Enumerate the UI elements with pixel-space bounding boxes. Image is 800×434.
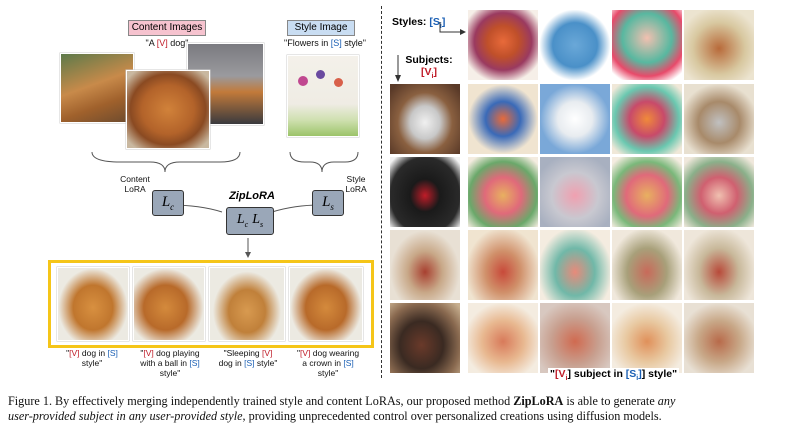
grid-r2-c2 — [540, 157, 610, 227]
bottom-grid-label: "[Vi] subject in [Si]] style" — [548, 368, 680, 383]
subject-image-3 — [390, 230, 460, 300]
figure-caption: Figure 1. By effectively merging indepen… — [8, 394, 676, 423]
subjects-label: Subjects: [Vi] — [405, 54, 453, 81]
content-lora-label: Content LoRA — [120, 174, 150, 194]
output-image-2 — [133, 267, 205, 341]
grid-r4-c1 — [468, 303, 538, 373]
grid-r1-c2 — [540, 84, 610, 154]
grid-r2-c3 — [612, 157, 682, 227]
style-lora-label: Style LoRA — [345, 174, 367, 194]
output-caption-3: "Sleeping [V] dog in [S] style" — [218, 348, 278, 368]
dog-photo-front — [126, 70, 210, 149]
grid-r3-c1 — [468, 230, 538, 300]
output-caption-2: "[V] dog playing with a ball in [S] styl… — [140, 348, 200, 378]
style-image-2 — [540, 10, 610, 80]
content-images-tag: Content Images — [128, 20, 206, 36]
grid-r4-c4 — [684, 303, 754, 373]
styles-label: Styles: [Si] — [392, 16, 446, 31]
output-caption-1: "[V] dog in [S] style" — [66, 348, 118, 368]
grid-r3-c3 — [612, 230, 682, 300]
styles-arrow — [439, 22, 466, 35]
style-image-1 — [468, 10, 538, 80]
style-lora-block: Ls — [312, 190, 344, 216]
grid-r3-c4 — [684, 230, 754, 300]
content-lora-block: Lc — [152, 190, 184, 216]
grid-r3-c2 — [540, 230, 610, 300]
style-image-tag: Style Image — [287, 20, 355, 36]
subject-image-2 — [390, 157, 460, 227]
grid-r1-c1 — [468, 84, 538, 154]
connector-lines — [91, 151, 359, 258]
content-prompt: "A [V] dog" — [145, 38, 189, 48]
grid-r1-c4 — [684, 84, 754, 154]
grid-r1-c3 — [612, 84, 682, 154]
dog-photo-back-left — [60, 53, 134, 123]
grid-r2-c4 — [684, 157, 754, 227]
ziplora-title: ZipLoRA — [229, 190, 275, 202]
subject-image-4 — [390, 303, 460, 373]
output-caption-4: "[V] dog wearing a crown in [S] style" — [296, 348, 360, 378]
style-image — [287, 55, 359, 137]
style-prompt: "Flowers in [S] style" — [284, 38, 366, 48]
style-image-4 — [684, 10, 754, 80]
panel-divider — [381, 6, 382, 378]
output-image-1 — [57, 267, 129, 341]
output-image-4 — [289, 267, 363, 341]
grid-r4-c2 — [540, 303, 610, 373]
style-image-3 — [612, 10, 682, 80]
grid-r2-c1 — [468, 157, 538, 227]
grid-r4-c3 — [612, 303, 682, 373]
subject-image-1 — [390, 84, 460, 154]
subjects-arrow — [395, 55, 401, 82]
output-image-3 — [209, 267, 285, 341]
